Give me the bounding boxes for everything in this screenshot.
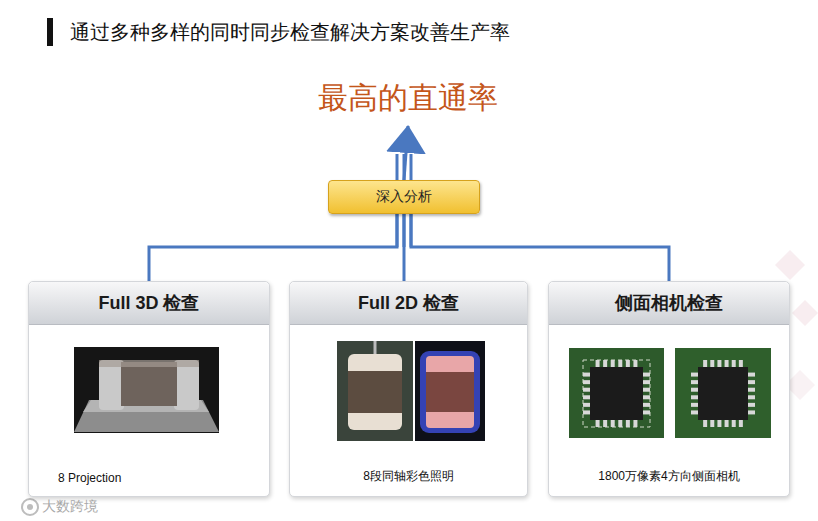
panel-heading: Full 2D 检查 <box>290 282 527 325</box>
box-label: 深入分析 <box>376 188 432 206</box>
title-bar <box>47 18 53 46</box>
connector <box>403 214 406 281</box>
panel-heading: Full 3D 检查 <box>29 282 269 325</box>
inspection-panel: 侧面相机检查 1800万像素4方向侧面相机 <box>548 281 790 497</box>
connector <box>404 126 408 180</box>
panel-caption: 1800万像素4方向侧面相机 <box>549 468 789 496</box>
panel-heading: 侧面相机检查 <box>549 282 789 325</box>
analysis-box: 深入分析 <box>328 180 480 214</box>
watermark: 大数跨境 <box>42 498 98 516</box>
connector <box>411 214 669 281</box>
heading-text: 最高的直通率 <box>318 78 498 119</box>
result-heading: 最高的直通率 <box>290 73 526 124</box>
connector <box>149 214 397 281</box>
watermark-icon <box>22 499 38 515</box>
panel-caption: 8段同轴彩色照明 <box>290 468 527 496</box>
inspection-panel: Full 3D 检查 8 Projection <box>28 281 270 497</box>
panel-caption: 8 Projection <box>29 471 269 496</box>
inspection-panel: Full 2D 检查 8段同轴彩色照明 <box>289 281 528 497</box>
title: 通过多种多样的同时同步检查解决方案改善生产率 <box>70 19 510 46</box>
